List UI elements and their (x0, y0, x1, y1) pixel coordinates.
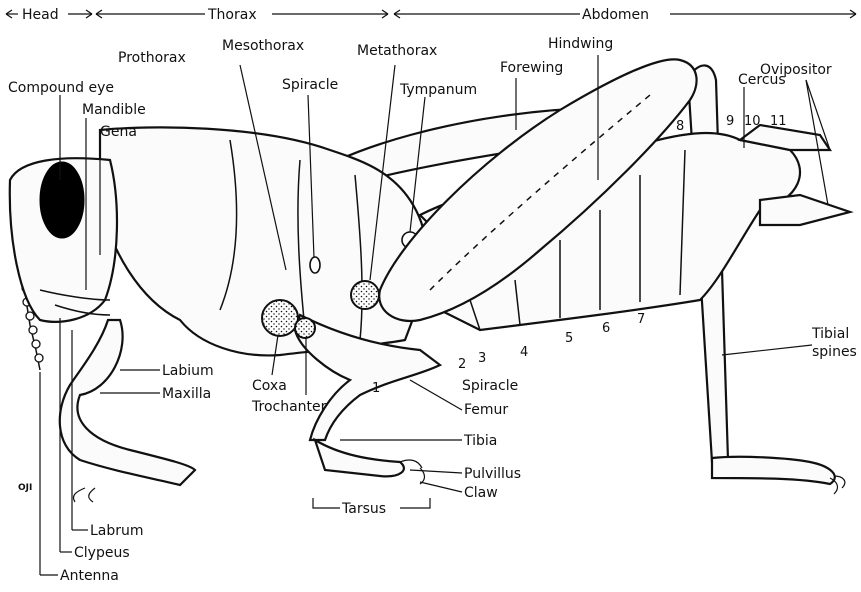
label-coxa: Coxa (252, 378, 287, 394)
segment-number-5: 5 (565, 331, 573, 346)
region-abdomen-label: Abdomen (582, 7, 649, 23)
label-claw: Claw (464, 485, 498, 501)
region-bar (6, 10, 856, 18)
segment-number-2: 2 (458, 357, 466, 372)
label-antenna: Antenna (60, 568, 119, 584)
label-spines: spines (812, 344, 857, 360)
label-credit: OJI (18, 483, 32, 493)
region-head-label: Head (22, 7, 59, 23)
ovipositor-lower (760, 195, 850, 225)
label-metathorax: Metathorax (357, 43, 437, 59)
middle-tarsus (315, 440, 404, 476)
front-leg (60, 320, 195, 485)
segment-number-1: 1 (372, 381, 380, 396)
label-mesothorax: Mesothorax (222, 38, 304, 54)
segment-number-9: 9 (726, 114, 734, 129)
label-trochanter: Trochanter (251, 399, 327, 415)
label-mandible: Mandible (82, 102, 146, 118)
label-spiracle-thorax: Spiracle (282, 77, 338, 93)
label-gena: Gena (100, 124, 137, 140)
segment-number-7: 7 (637, 312, 645, 327)
region-thorax-label: Thorax (207, 7, 257, 23)
compound-eye (40, 162, 84, 238)
label-spiracle-abdomen: Spiracle (462, 378, 518, 394)
label-maxilla: Maxilla (162, 386, 211, 402)
hind-tarsus (712, 457, 835, 484)
segment-number-8: 8 (676, 119, 684, 134)
label-compound-eye: Compound eye (8, 80, 114, 96)
hind-coxa (351, 281, 379, 309)
label-forewing: Forewing (500, 60, 563, 76)
label-hindwing: Hindwing (548, 36, 613, 52)
label-pulvillus: Pulvillus (464, 466, 521, 482)
label-femur: Femur (464, 402, 508, 418)
label-tibial: Tibial (811, 326, 849, 342)
label-labrum: Labrum (90, 523, 144, 539)
label-labium: Labium (162, 363, 214, 379)
trochanter (295, 318, 315, 338)
segment-number-4: 4 (520, 345, 528, 360)
segment-number-10: 10 (744, 114, 761, 129)
label-tibia: Tibia (463, 433, 497, 449)
label-prothorax: Prothorax (118, 50, 186, 66)
coxa (262, 300, 298, 336)
segment-number-6: 6 (602, 321, 610, 336)
segment-number-3: 3 (478, 351, 486, 366)
label-clypeus: Clypeus (74, 545, 130, 561)
label-tarsus: Tarsus (341, 501, 386, 517)
label-tympanum: Tympanum (399, 82, 477, 98)
thoracic-spiracle (310, 257, 320, 273)
segment-number-11: 11 (770, 114, 787, 129)
label-ovipositor: Ovipositor (760, 62, 832, 78)
